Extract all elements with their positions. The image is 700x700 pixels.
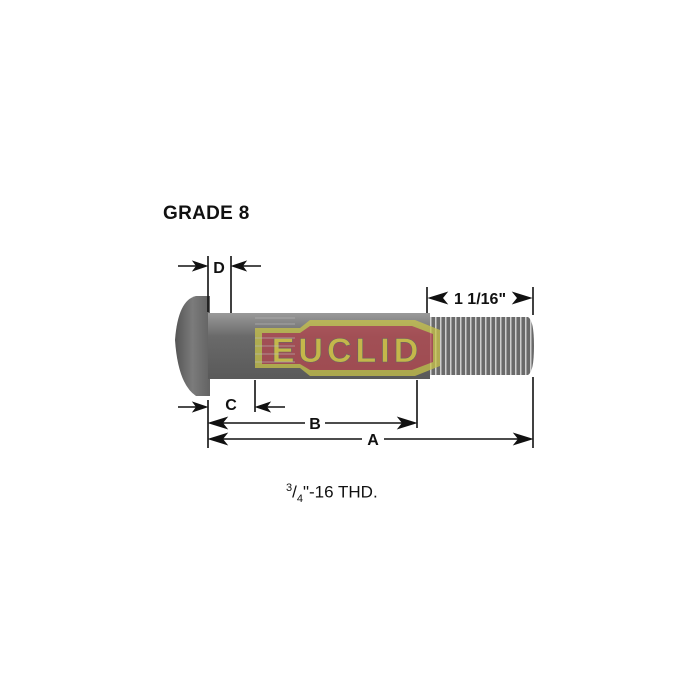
dim-label-b: B xyxy=(309,416,321,433)
bolt-head xyxy=(175,296,210,396)
thread-spec-caption: 3/4"-16 THD. xyxy=(286,482,378,506)
grade-title: GRADE 8 xyxy=(163,203,250,224)
dim-label-d: D xyxy=(213,260,225,277)
dim-label-a: A xyxy=(367,432,379,449)
thread-spec-text: "-16 THD. xyxy=(302,482,378,502)
logo-text: EUCLID xyxy=(272,332,423,370)
fraction-denominator: 4 xyxy=(296,493,303,506)
dim-label-c: C xyxy=(225,397,237,414)
bolt-neck xyxy=(208,313,258,379)
dim-label-thread-length: 1 1/16" xyxy=(454,291,506,308)
euclid-logo xyxy=(255,320,440,376)
bolt-threads xyxy=(430,317,534,375)
fraction-numerator: 3 xyxy=(286,482,293,494)
